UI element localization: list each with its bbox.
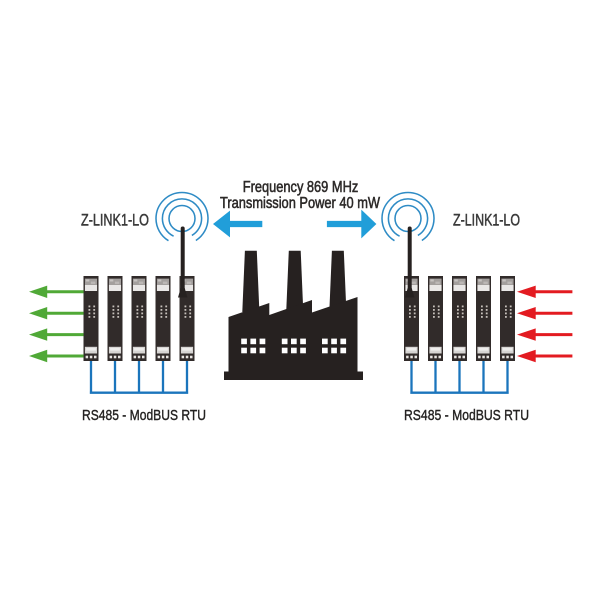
svg-text:Z-LINK1-LO: Z-LINK1-LO [81, 212, 149, 230]
svg-text:Z-LINK1-LO: Z-LINK1-LO [453, 212, 520, 230]
svg-text:Frequency 869 MHz: Frequency 869 MHz [243, 179, 359, 196]
svg-text:Transmission Power 40 mW: Transmission Power 40 mW [220, 195, 380, 212]
svg-text:RS485 - ModBUS RTU: RS485 - ModBUS RTU [82, 407, 206, 424]
svg-text:RS485 - ModBUS RTU: RS485 - ModBUS RTU [404, 407, 529, 424]
